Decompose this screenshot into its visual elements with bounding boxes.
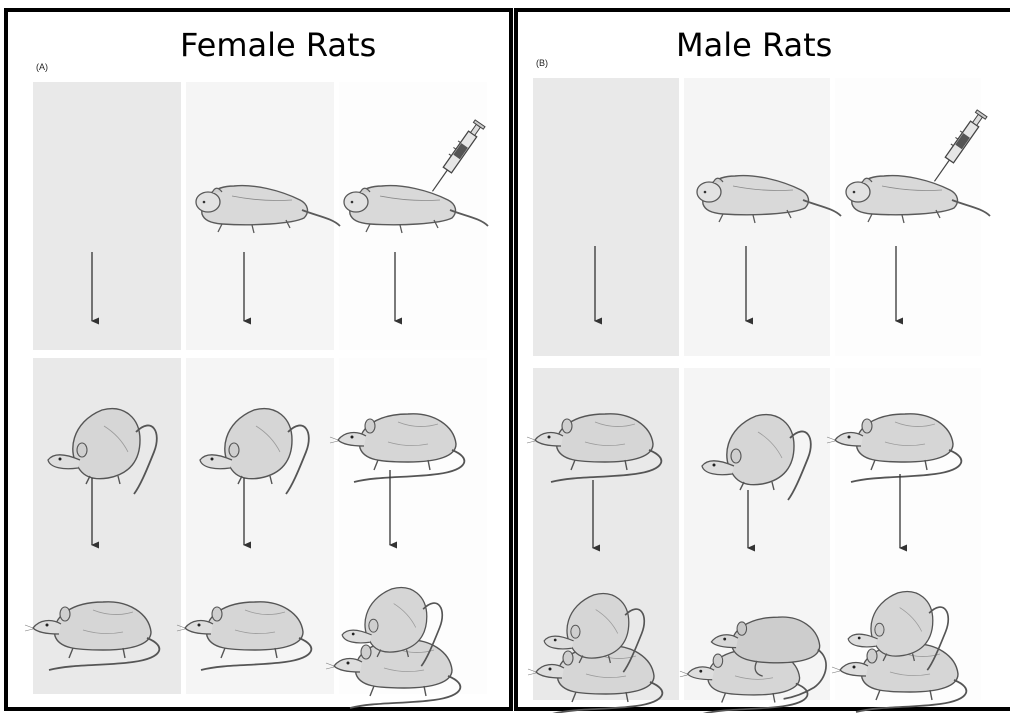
rat-pup-icon <box>846 176 990 223</box>
adult-rat-icon <box>177 602 311 670</box>
rat-pup-icon <box>344 186 488 233</box>
adult-rat-icon <box>827 414 961 482</box>
mounting-rats-icon <box>680 617 826 713</box>
adult-rat-icon <box>702 415 811 500</box>
adult-rat-icon <box>48 409 157 494</box>
rat-pup-icon <box>697 176 841 223</box>
adult-rat-icon <box>200 409 309 494</box>
adult-rat-icon <box>527 414 661 482</box>
rat-pup-icon <box>196 186 340 233</box>
rats-pair-icon <box>528 594 662 713</box>
rats-pair-icon <box>326 588 460 708</box>
adult-rat-icon <box>25 602 159 670</box>
rats-pair-icon <box>832 592 966 712</box>
adult-rat-icon <box>330 414 464 482</box>
syringe-icon <box>928 109 987 185</box>
syringe-icon <box>426 119 485 195</box>
